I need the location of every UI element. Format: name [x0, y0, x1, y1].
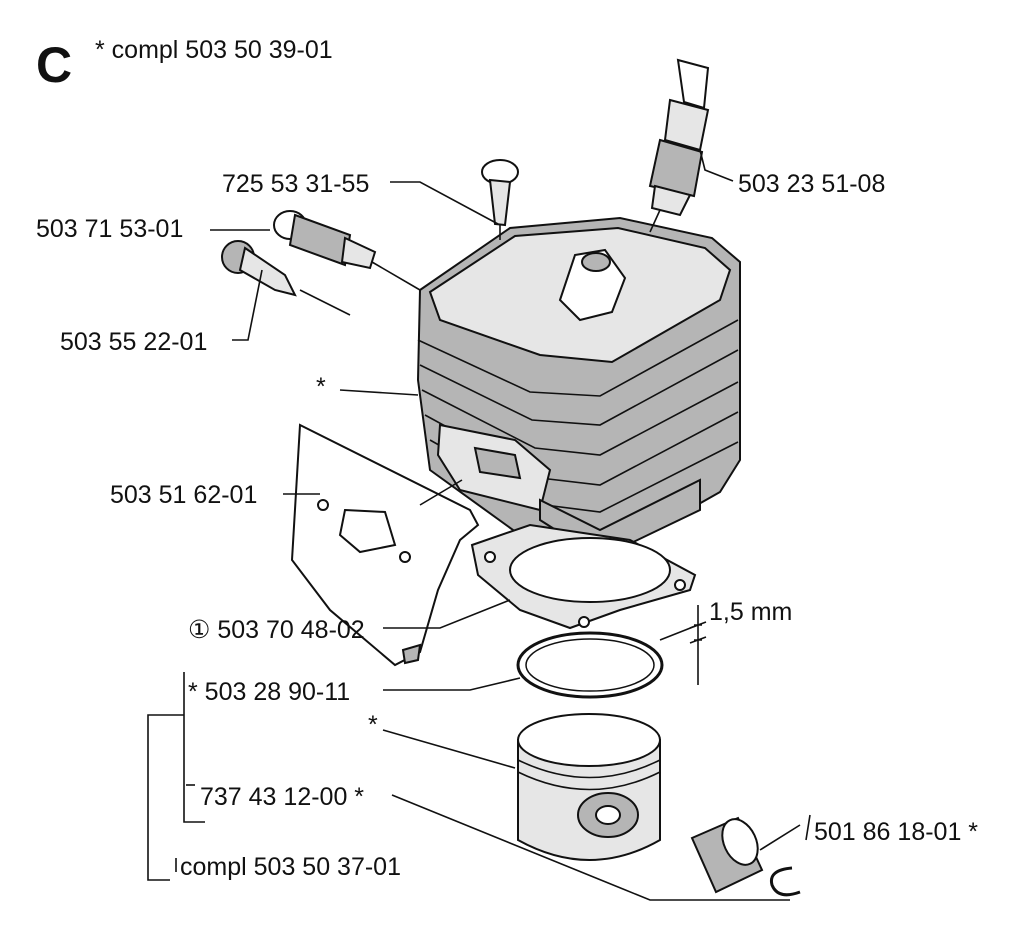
screw-illustration	[481, 159, 519, 240]
label-needle-bearing: 501 86 18-01 *	[814, 818, 978, 846]
label-screw: 725 53 31-55	[222, 170, 369, 198]
piston-illustration	[517, 713, 661, 861]
needle-bearing-illustration	[690, 816, 764, 894]
label-piston-ring: * 503 28 90-11	[188, 678, 350, 706]
base-gasket-illustration	[470, 523, 697, 630]
label-plug: 503 55 22-01	[60, 328, 207, 356]
label-cylinder-star: *	[316, 373, 326, 401]
label-thickness: 1,5 mm	[709, 598, 792, 626]
label-piston-star: *	[368, 711, 378, 739]
section-letter: C	[36, 37, 72, 93]
label-decompression-valve: 503 71 53-01	[36, 215, 183, 243]
label-base-gasket: ① 503 70 48-02	[188, 616, 365, 644]
label-piston-pin: 737 43 12-00 *	[200, 783, 364, 811]
piston-kit-bracket	[147, 672, 811, 881]
spark-plug-illustration	[648, 58, 710, 233]
cylinder-illustration	[416, 216, 741, 562]
label-piston-kit: compl 503 50 37-01	[180, 853, 401, 881]
header-label: * compl 503 50 39-01	[95, 36, 333, 64]
circlip-illustration	[769, 866, 801, 897]
leader-lines	[210, 149, 801, 901]
piston-ring-illustration	[516, 631, 664, 699]
plug-illustration	[221, 240, 297, 297]
label-spark-plug: 503 23 51-08	[738, 170, 885, 198]
decompression-valve-illustration	[273, 210, 377, 270]
label-heat-shield: 503 51 62-01	[110, 481, 257, 509]
heat-shield-illustration	[290, 423, 480, 667]
